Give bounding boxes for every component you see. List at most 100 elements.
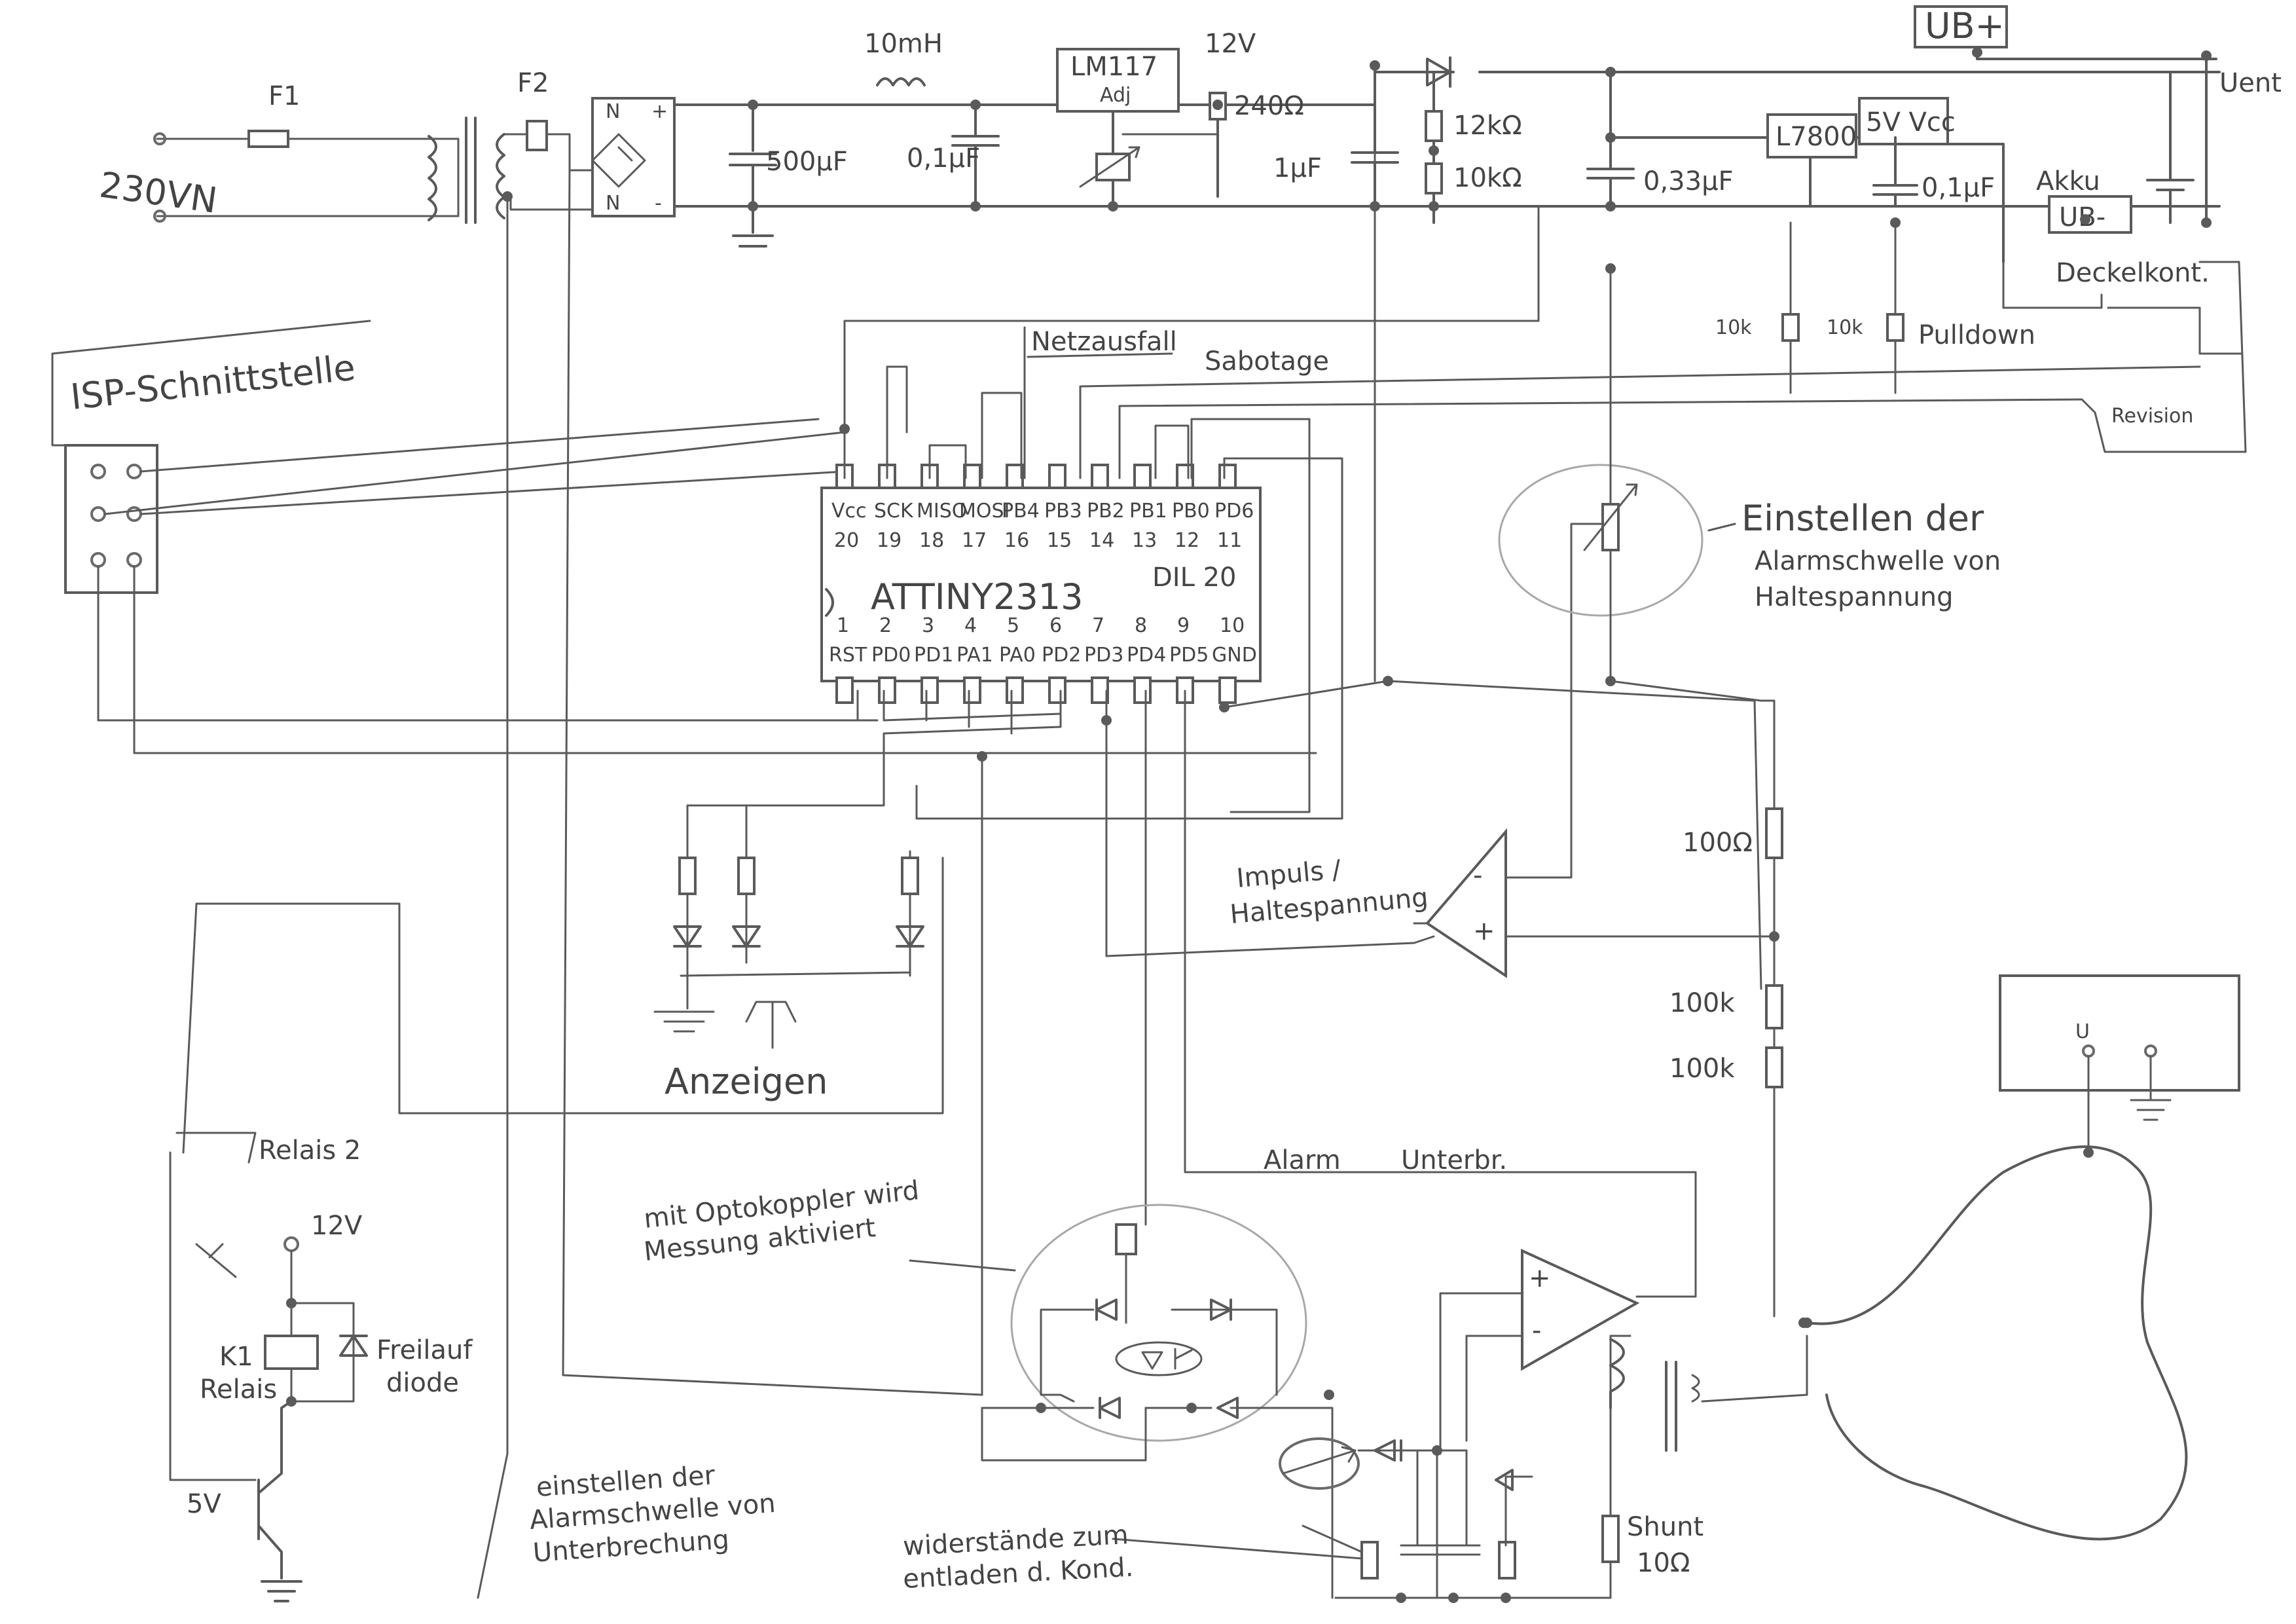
fuse-f1-label: F1 [268, 81, 300, 111]
led-resistor-1 [678, 857, 697, 895]
regulator-lm117 [1056, 48, 1180, 113]
relais-label: Relais [200, 1375, 277, 1405]
mcu-bottom-pin-3 [920, 676, 939, 704]
mcu-top-pin-number: 20 [834, 529, 859, 552]
mcu-bottom-pin-name: GND [1212, 644, 1257, 667]
mcu-bottom-pin-number: 10 [1220, 614, 1245, 637]
mcu-bottom-pin-name: PD0 [871, 644, 911, 667]
res-12k-label: 12kΩ [1453, 111, 1522, 141]
inductor-label: 10mH [864, 29, 943, 59]
unterbrechung-potentiometer [1279, 1437, 1360, 1490]
fuse-f2 [526, 120, 548, 151]
mcu-bottom-pin-number: 2 [879, 614, 892, 637]
res-10k-b-label: 10k [1827, 316, 1863, 339]
mcu-top-pin-number: 17 [962, 529, 987, 552]
mcu-bottom-pin-name: PD1 [914, 644, 953, 667]
mcu-top-pin-number: 18 [919, 529, 944, 552]
opamp-alarm [1521, 1248, 1640, 1371]
res-10k-pulldown-a [1781, 313, 1800, 342]
unterbr-label: Unterbr. [1401, 1145, 1507, 1175]
sabotage-label: Sabotage [1205, 346, 1329, 377]
res-10k-label: 10kΩ [1453, 163, 1522, 193]
ub-minus-box [2048, 195, 2132, 234]
mcu-top-pin-name: Vcc [831, 500, 867, 523]
shunt-value-label: 10Ω [1637, 1548, 1690, 1578]
res-10k-a-label: 10k [1715, 316, 1752, 339]
mcu-bottom-pin-number: 7 [1092, 614, 1104, 637]
deckelkontakt-label: Deckelkont. [2056, 258, 2210, 288]
vcc-5v-box [1858, 97, 1949, 145]
mcu-bottom-pin-10 [1218, 676, 1237, 704]
svg-text:+: + [1529, 1263, 1551, 1293]
relay-k1-coil [264, 1335, 319, 1370]
mcu-bottom-pin-2 [878, 676, 896, 704]
mcu-bottom-pin-number: 4 [964, 614, 977, 637]
svg-text:N: N [606, 100, 620, 123]
mcu-bottom-pin-name: RST [829, 644, 867, 667]
mcu-bottom-pin-7 [1091, 676, 1109, 704]
ground-return-wire [477, 195, 509, 1599]
res-240-label: 240Ω [1234, 91, 1304, 121]
mcu-body [820, 487, 1262, 682]
wire-loop [1806, 1145, 2188, 1541]
cap-033uf-label: 0,33µF [1643, 166, 1734, 196]
mcu-top-pin-8 [1133, 464, 1152, 491]
mcu-top-pin-6 [1048, 464, 1066, 491]
mcu-top-pin-name: MISO [917, 500, 967, 523]
relais2-label: Relais 2 [259, 1135, 361, 1166]
fuse-f2-label: F2 [517, 68, 549, 98]
mcu-bottom-pin-number: 5 [1007, 614, 1019, 637]
svg-text:Adj: Adj [1100, 84, 1131, 107]
measurement-section: - + Impuls / Haltespannung Einstellen de… [528, 263, 2001, 1603]
ub-plus-box [1914, 5, 2008, 48]
mcu-bottom-pin-8 [1133, 676, 1152, 704]
svg-text:+: + [651, 100, 668, 123]
res-100k-b-label: 100k [1669, 1054, 1735, 1084]
res-10k-pulldown-b [1886, 313, 1904, 342]
mcu-name: ATTINY2313 [871, 576, 1084, 618]
cap-1uf-label: 1µF [1273, 153, 1322, 183]
mcu-top-pin-10 [1218, 464, 1237, 491]
microcontroller-attiny2313: Vcc20SCK19MISO18MOSI17PB416PB315PB214PB1… [686, 103, 2201, 1396]
mcu-top-pin-name: PB0 [1172, 500, 1210, 523]
svg-text:-: - [655, 192, 662, 215]
wire-loop-section: U [1802, 974, 2240, 1541]
bridge-rectifier [591, 97, 676, 217]
mcu-top-pin-number: 13 [1132, 529, 1157, 552]
voltage-source-box [1999, 974, 2240, 1092]
discharge-res-2 [1498, 1541, 1516, 1579]
mcu-top-pin-number: 12 [1175, 529, 1199, 552]
mcu-bottom-pin-name: PA1 [957, 644, 993, 667]
k1-label: K1 [219, 1342, 253, 1372]
res-240 [1209, 92, 1227, 120]
fuse-f1 [247, 130, 289, 148]
led-indicators: Anzeigen [653, 843, 924, 1102]
l7800-label: L7800 [1776, 122, 1857, 152]
mcu-top-pin-name: PB4 [1002, 500, 1040, 523]
res-100k-b [1765, 1046, 1783, 1088]
mcu-top-pin-name: MOSI [959, 500, 1010, 523]
mcu-top-pin-5 [1006, 464, 1024, 491]
anzeigen-label: Anzeigen [665, 1061, 828, 1102]
regulator-label: LM117 [1070, 52, 1157, 82]
relay-5v-label: 5V [187, 1489, 221, 1519]
mcu-bottom-pin-number: 1 [837, 614, 849, 637]
relay-section: Relais 2 12V K1 Relais Freilauf diode 5V [169, 857, 944, 1602]
opto-resistor [1115, 1223, 1137, 1255]
supply-wire [562, 169, 983, 1396]
res-100k-a-label: 100k [1669, 988, 1735, 1018]
mcu-bottom-pin-name: PD4 [1127, 644, 1166, 667]
akku-label: Akku [2036, 166, 2100, 196]
einstellen-halte-3: Haltespannung [1755, 582, 1954, 612]
mcu-bottom-pin-name: PD3 [1084, 644, 1123, 667]
mcu-bottom-pin-number: 6 [1049, 614, 1062, 637]
res-10k [1425, 162, 1443, 194]
mains-voltage-label: 230VN [97, 164, 219, 221]
cap-500uf-label: 500µF [766, 147, 848, 177]
netzausfall-label: Netzausfall [1031, 327, 1177, 357]
mcu-top-pin-number: 19 [877, 529, 902, 552]
ub-plus-label: UB+ [1925, 5, 2005, 46]
res-12k [1425, 110, 1443, 142]
mcu-top-pin-4 [963, 464, 981, 491]
